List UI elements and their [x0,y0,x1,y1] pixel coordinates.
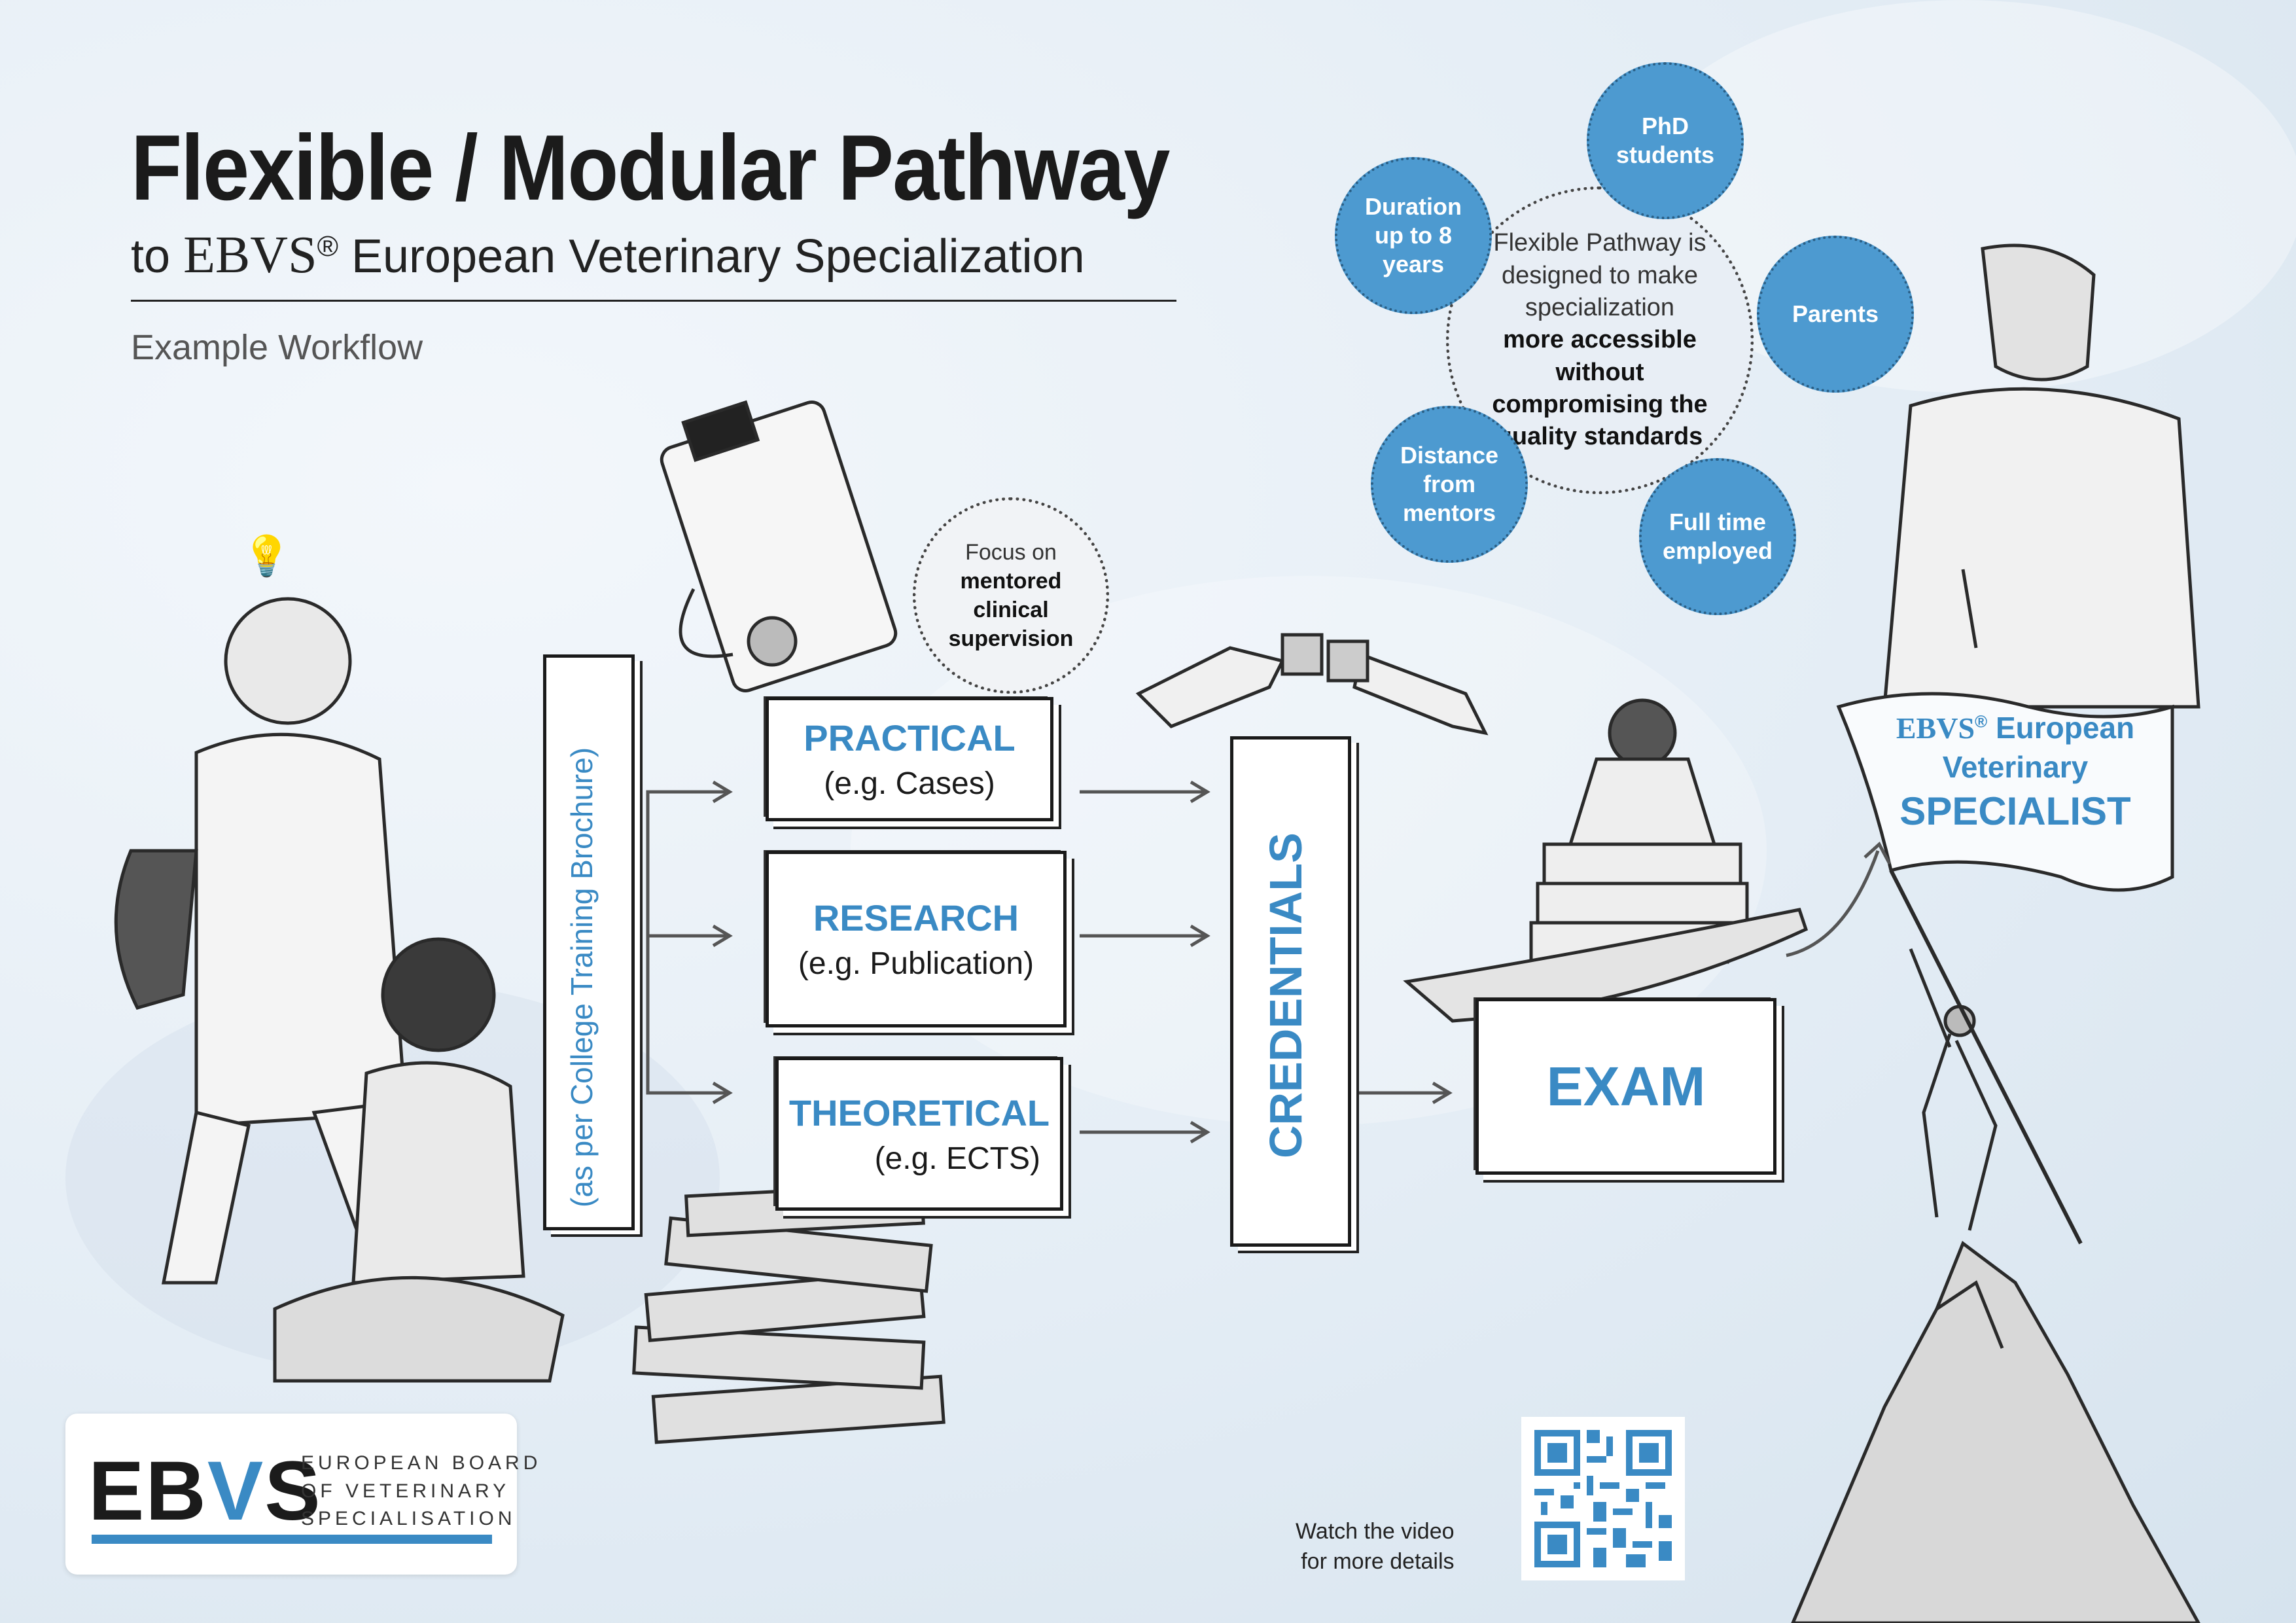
logo-mark-pre: EB [88,1444,207,1538]
flag-line-2: Veterinary [1942,750,2089,784]
subtitle-rest: European Veterinary Specialization [338,230,1085,283]
flag-line-1-rest: European [1987,711,2135,745]
flexible-pathway-bubble: Flexible Pathway is designed to make spe… [1446,187,1754,494]
brochure-bar-label: (as per College Training Brochure) [565,747,599,1207]
workflow-label: Example Workflow [131,328,423,367]
bubble-full-time: Full time employed [1639,458,1796,615]
lightbulb-icon: 💡 [242,533,291,579]
exam-box: EXAM [1475,998,1776,1175]
bubble-label: Distance from mentors [1400,442,1499,526]
workflow-arrows [646,780,1453,1144]
bubble-label: Full time employed [1662,508,1773,564]
logo-line-3: SPECIALISATION [301,1508,516,1530]
logo-mark-post: S [264,1444,322,1538]
module-sub: (e.g. Publication) [798,946,1034,981]
module-title: THEORETICAL [788,1092,1050,1133]
books-sketch [632,1182,945,1444]
credentials-bar [1230,736,1351,1247]
flag-reg-mark: ® [1975,711,1988,732]
module-sub: (e.g. ECTS) [874,1141,1040,1176]
clipboard-sketch [660,400,898,692]
focus-line-3: clinical [973,597,1049,622]
title-divider [131,300,1176,302]
flag-line-1: EBVS® European [1871,710,2159,745]
video-line-1: Watch the video [1296,1519,1455,1544]
focus-line-1: Focus on [965,539,1057,565]
page-subtitle: to EBVS® European Veterinary Specializat… [131,226,1085,285]
center-bubble-bold: more accessible without compromising the… [1492,326,1708,451]
brochure-bar [543,654,635,1230]
page-title: Flexible / Modular Pathway [131,116,1170,220]
ebvs-logo-mark: EBVS [88,1443,322,1539]
flag-cloth [1836,692,2174,892]
credentials-label: CREDENTIALS [1260,832,1311,1158]
flag-brand: EBVS [1896,711,1975,745]
flag-pole [1889,869,2083,1245]
bubble-parents: Parents [1757,236,1914,393]
logo-mark-v: V [207,1444,265,1538]
bubble-label: Parents [1792,300,1879,328]
subtitle-reg-mark: ® [317,230,338,262]
logo-line-1: EUROPEAN BOARD [301,1452,542,1474]
focus-line-4: supervision [948,626,1074,652]
qr-code[interactable] [1521,1417,1685,1580]
ebvs-logo-card [65,1414,517,1575]
bubble-label: PhD students [1616,113,1714,168]
logo-underline [92,1535,492,1544]
bubble-label: Duration up to 8 years [1365,193,1462,277]
arrow-to-specialist [1786,850,1880,957]
exam-label: EXAM [1546,1055,1706,1117]
bubble-phd-students: PhD students [1587,62,1744,219]
module-title: RESEARCH [813,897,1019,938]
bubble-distance: Distance from mentors [1371,406,1528,563]
focus-line-2: mentored [960,568,1062,594]
qr-code-icon [1521,1417,1685,1580]
doctor-sketch [1882,243,2200,709]
bubble-duration: Duration up to 8 years [1335,157,1492,314]
subtitle-prefix: to [131,230,184,283]
center-bubble-normal: Flexible Pathway is designed to make spe… [1493,229,1706,321]
ebvs-logo-text: EUROPEAN BOARD OF VETERINARY SPECIALISAT… [301,1450,541,1533]
puzzle-hands-sketch [1135,633,1489,736]
flag-line-3: SPECIALIST [1899,789,2131,833]
students-sketch [114,597,565,1383]
reader-sketch [1403,698,1809,1023]
logo-line-2: OF VETERINARY [301,1480,510,1502]
mountain-sketch [1791,948,2200,1623]
subtitle-brand: EBVS [183,226,317,284]
focus-bubble: Focus on mentored clinical supervision [913,497,1109,694]
module-sub: (e.g. Cases) [824,766,995,801]
specialist-flag-text: EBVS® European Veterinary SPECIALIST [1871,710,2159,834]
module-theoretical: THEORETICAL (e.g. ECTS) [775,1057,1063,1211]
module-research: RESEARCH (e.g. Publication) [766,851,1067,1027]
module-practical: PRACTICAL (e.g. Cases) [766,697,1053,821]
video-line-2: for more details [1301,1548,1455,1574]
video-note: Watch the video for more details [1296,1517,1455,1577]
module-title: PRACTICAL [804,717,1016,758]
